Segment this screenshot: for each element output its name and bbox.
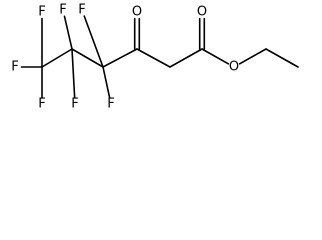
bond-c_cf2a-c_cf2b <box>71 48 104 68</box>
bond-c_cf2a-f4 <box>63 15 73 50</box>
atom-label-f1: F <box>11 60 18 75</box>
atom-label-f6: F <box>78 3 85 18</box>
atom-label-f2: F <box>38 5 45 20</box>
atom-label-o_ether: O <box>229 60 239 75</box>
bonds-layer <box>20 15 299 99</box>
atom-label-f5: F <box>71 97 78 112</box>
bond-c_keto-c_ch2 <box>136 48 171 68</box>
atom-label-f3: F <box>38 97 45 112</box>
atom-label-f7: F <box>107 97 114 112</box>
atom-label-o_carbonyl: O <box>197 5 207 20</box>
atom-label-o_keto: O <box>132 5 142 20</box>
bond-c_ch2-c_ester <box>169 48 203 68</box>
bond-c_cf2a-f5 <box>71 48 76 99</box>
bond-o_ether-c_ethyl1 <box>238 48 267 65</box>
bond-c_cf2b-f6 <box>83 15 104 68</box>
bond-c_cf2b-f7 <box>102 66 111 99</box>
bond-c_cf3-c_cf2a <box>41 48 73 68</box>
bond-c_ester-o_ether <box>201 48 230 65</box>
atom-label-f4: F <box>59 3 66 18</box>
bond-c_ethyl1-c_ethyl2 <box>265 48 299 68</box>
bond-c_cf2b-c_keto <box>102 48 138 68</box>
